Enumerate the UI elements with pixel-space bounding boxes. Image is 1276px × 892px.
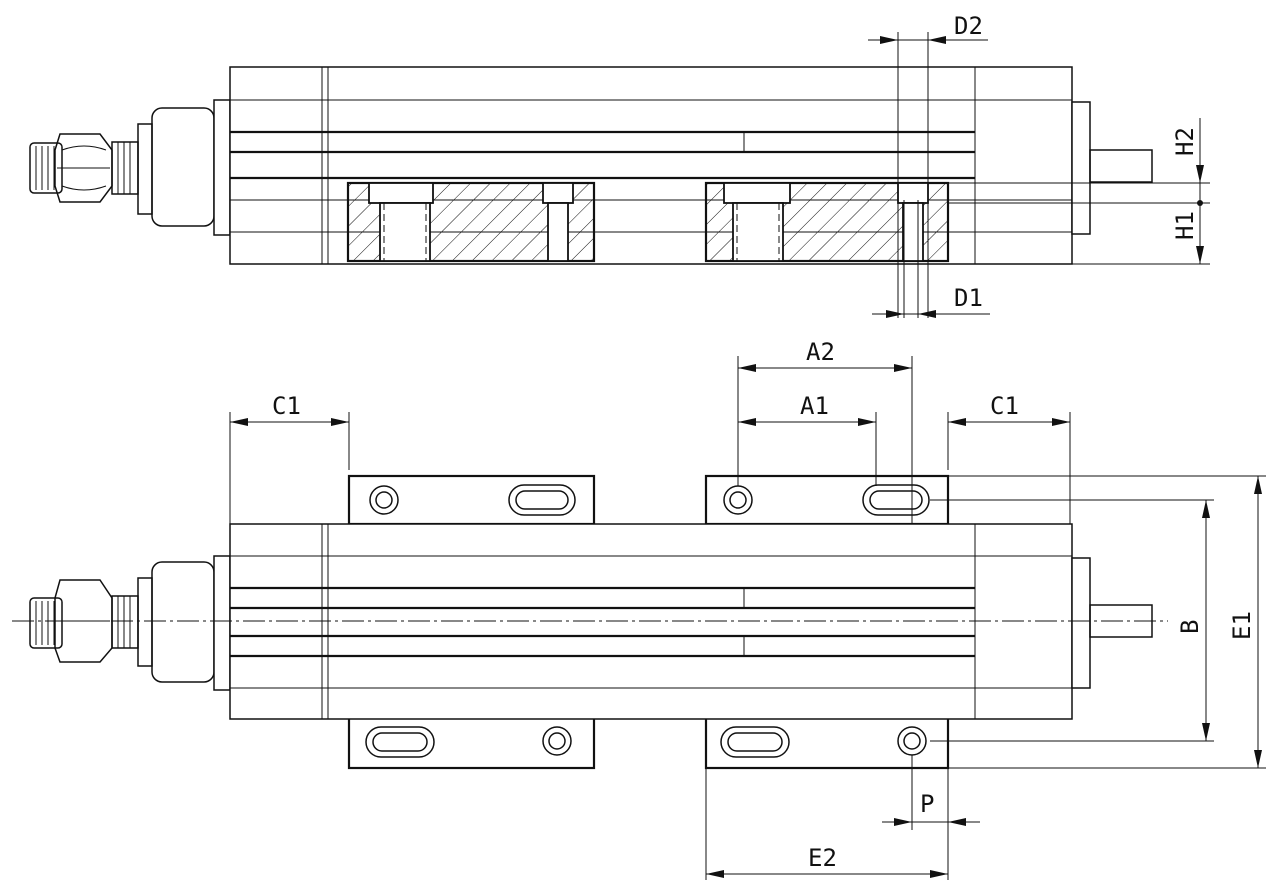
- piston-rod: [1089, 149, 1153, 183]
- top-view: D2 D1 H2 H1: [29, 12, 1210, 318]
- label-d1: D1: [954, 284, 983, 312]
- dimension-a1: A1: [738, 392, 877, 486]
- dimension-b-e1: B E1: [930, 475, 1266, 769]
- label-a2: A2: [806, 338, 835, 366]
- label-c1-right: C1: [990, 392, 1019, 420]
- label-h2: H2: [1171, 127, 1199, 156]
- dimension-a2: A2: [737, 338, 913, 524]
- left-end-cap-plan: [213, 555, 231, 691]
- mount-plate-bottom-left: [347, 716, 596, 770]
- label-d2: D2: [954, 12, 983, 40]
- dimension-d1: D1: [872, 200, 990, 318]
- label-c1-left: C1: [272, 392, 301, 420]
- dimension-h1-h2: H2 H1: [948, 118, 1210, 265]
- bottom-view: C1 A2 A1 C1: [12, 338, 1266, 880]
- label-b: B: [1176, 620, 1204, 634]
- section-block-right: [704, 181, 950, 263]
- dimension-c1-right: C1: [947, 392, 1071, 524]
- left-end-cap: [213, 99, 231, 236]
- section-block-left: [346, 181, 596, 263]
- label-e2: E2: [808, 844, 837, 872]
- right-end-cap-plan: [1071, 557, 1091, 689]
- left-fitting-plan: [29, 561, 215, 683]
- label-a1: A1: [800, 392, 829, 420]
- right-end-cap: [1071, 101, 1091, 235]
- label-e1: E1: [1228, 611, 1256, 640]
- left-fitting: [29, 107, 215, 227]
- dimension-d2: D2: [868, 12, 988, 318]
- label-p: P: [920, 790, 934, 818]
- mount-plate-top-left: [347, 474, 596, 526]
- dimension-e2: E2: [705, 768, 948, 880]
- dimension-p: P: [882, 755, 980, 880]
- label-h1: H1: [1171, 211, 1199, 240]
- dimension-c1-left: C1: [229, 392, 350, 524]
